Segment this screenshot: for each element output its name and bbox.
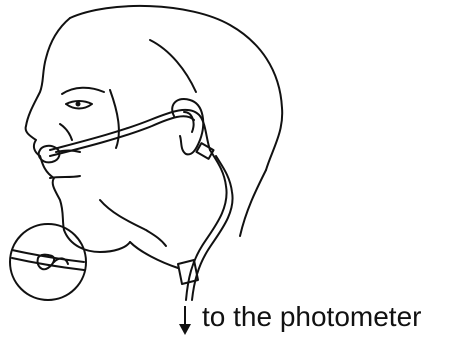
head-outline xyxy=(70,6,282,170)
magnified-prongs-2 xyxy=(54,258,68,264)
arrow-down-icon xyxy=(176,306,194,336)
mouth xyxy=(50,176,80,178)
jaw-line xyxy=(100,200,166,246)
ear-inner xyxy=(184,112,194,132)
nose-shadow xyxy=(60,124,72,140)
hair-line xyxy=(150,40,196,92)
ear xyxy=(172,99,203,154)
caption-text: to the photometer xyxy=(202,303,421,331)
eye-pupil xyxy=(76,102,81,107)
tube-down-outer xyxy=(186,150,227,300)
eyebrow xyxy=(62,88,104,94)
face-profile xyxy=(26,18,130,252)
neck-front xyxy=(130,242,178,268)
magnifier-circle xyxy=(10,224,86,300)
neck-back xyxy=(240,170,266,236)
